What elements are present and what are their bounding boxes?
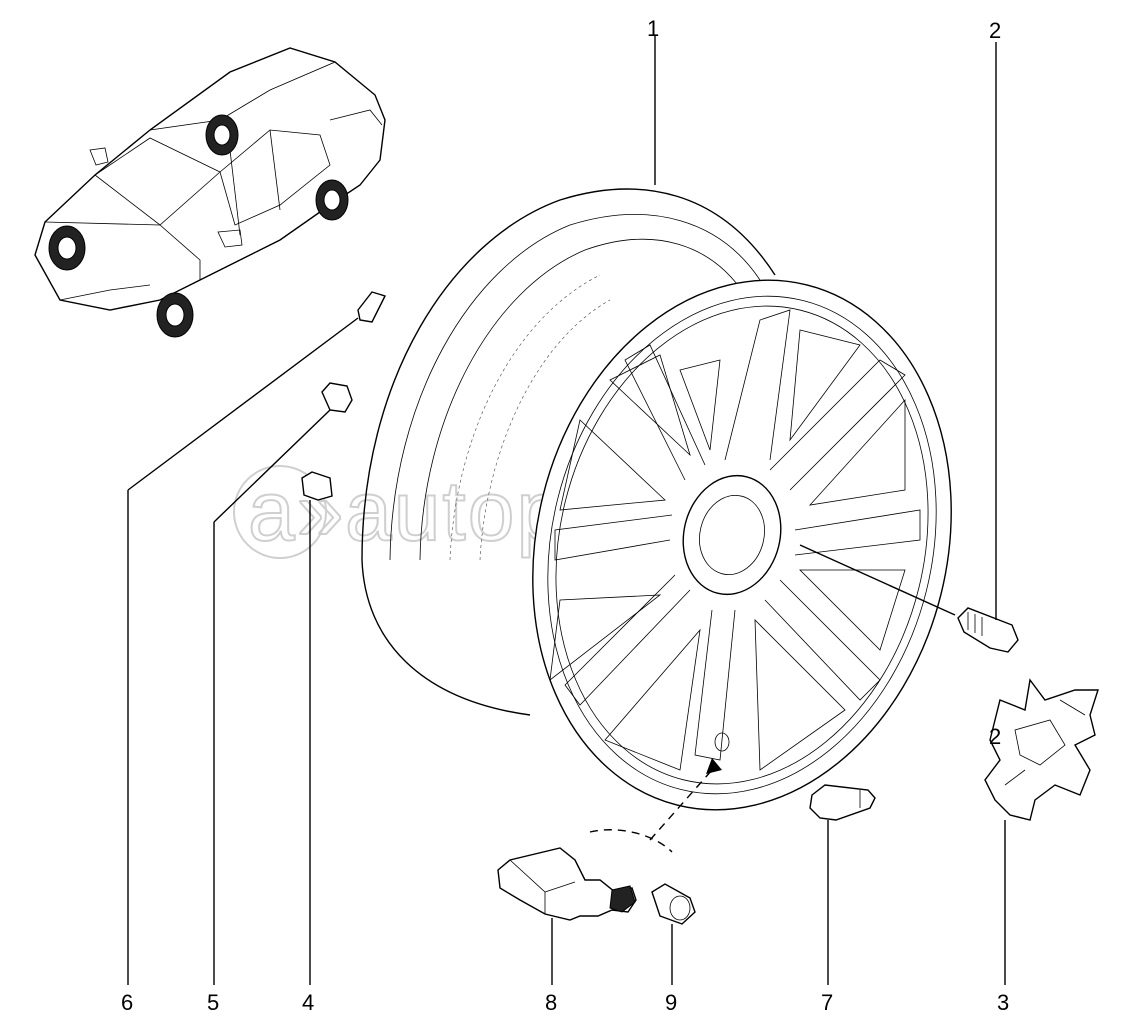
car-wheel-rear-left: [156, 292, 194, 338]
callout-8: 8: [545, 990, 557, 1015]
part-3-center-cap: [984, 678, 1099, 985]
car-wheel-rear-right: [315, 179, 349, 221]
car-wheel-front-left: [48, 225, 86, 271]
car-wheel-front-right: [205, 114, 239, 156]
watermark-mark: a»: [248, 464, 345, 558]
callout-9: 9: [665, 990, 677, 1015]
part-9-valve-cap: [651, 883, 696, 985]
callout-6: 6: [121, 990, 133, 1015]
part-2-bolt: [799, 42, 1019, 653]
part-8-tpms-sensor: [497, 847, 637, 985]
part-5-clip: [213, 382, 353, 985]
callout-2: 2: [989, 18, 1001, 43]
callout-1: 1: [647, 16, 659, 41]
callout-5: 5: [207, 990, 219, 1015]
part-6-weight: [127, 291, 386, 985]
callout-7: 7: [821, 990, 833, 1015]
car-thumbnail: [34, 47, 386, 338]
install-arrow: [589, 758, 722, 853]
part-7-valve: [809, 784, 876, 985]
callout-2-lower: 2: [989, 724, 1001, 749]
part-4-small-weight: [301, 471, 333, 985]
callout-3: 3: [997, 990, 1009, 1015]
callout-4: 4: [302, 990, 314, 1015]
part-1-wheel: [361, 35, 952, 811]
